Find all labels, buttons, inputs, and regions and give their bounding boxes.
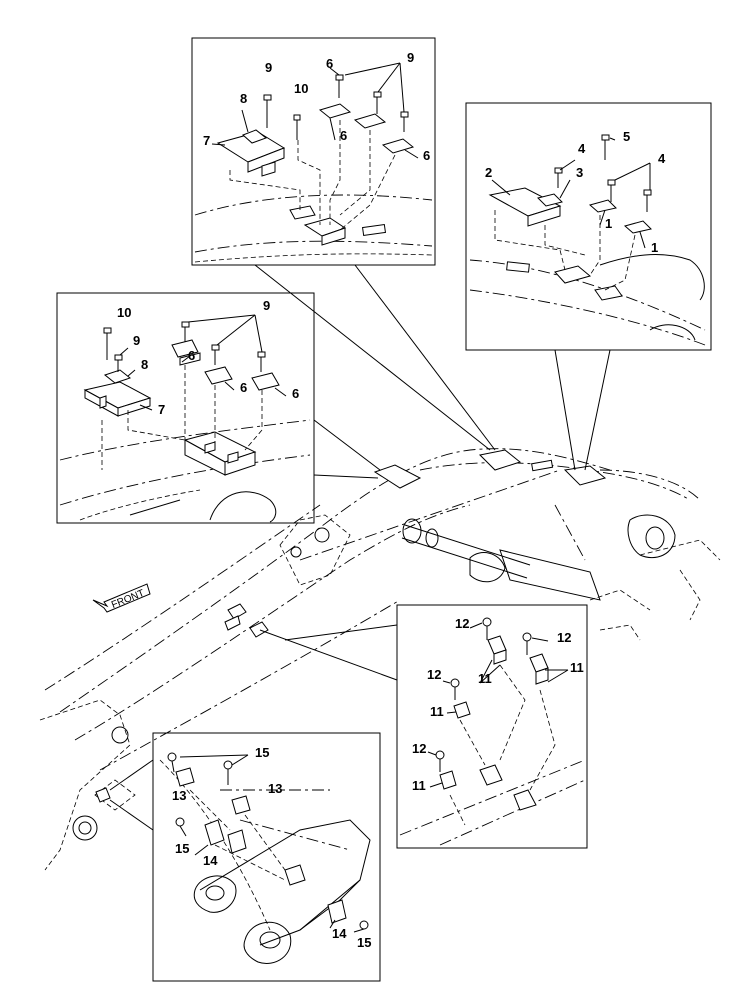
callout-c-m-11d: 11 (412, 778, 426, 793)
bolt-icon (435, 617, 532, 772)
leader-lines (109, 264, 611, 831)
callout-c-top-6b: 6 (340, 128, 347, 143)
inset-bottom (152, 732, 381, 982)
bolt-icon (263, 74, 409, 140)
callout-c-b-14a: 14 (203, 853, 218, 868)
callout-c-l-6c: 6 (292, 386, 299, 401)
callout-c-top-10: 10 (294, 81, 308, 96)
callout-c-m-12d: 12 (412, 741, 426, 756)
callout-c-l-10: 10 (117, 305, 131, 320)
inset-frames (56, 37, 712, 982)
callout-c-top-6c: 6 (423, 148, 430, 163)
inset-middle-right-parts (399, 617, 586, 846)
callout-c-r-4a: 4 (578, 141, 586, 156)
callout-c-top-9: 9 (265, 60, 272, 75)
callout-c-top-9b: 9 (407, 50, 414, 65)
bolt-icon (167, 752, 369, 933)
inset-middle-right (396, 604, 588, 849)
callout-c-m-12c: 12 (427, 667, 441, 682)
inset-top-center (191, 37, 436, 266)
callout-c-b-15b: 15 (175, 841, 189, 856)
inset-top-center-parts (194, 62, 433, 263)
callout-c-m-12a: 12 (455, 616, 469, 631)
front-direction-arrow: FRONT (92, 583, 151, 613)
bolt-icon (103, 321, 266, 372)
callout-c-r-4b: 4 (658, 151, 666, 166)
callout-c-b-15c: 15 (357, 935, 371, 950)
callout-c-m-11b: 11 (570, 660, 584, 675)
callout-c-r-5: 5 (623, 129, 630, 144)
callout-c-l-8: 8 (141, 357, 148, 372)
callout-c-l-6a: 6 (188, 348, 195, 363)
callout-c-b-14b: 14 (332, 926, 347, 941)
callout-c-r-1a: 1 (605, 216, 612, 231)
boom-body (39, 448, 721, 871)
callout-c-m-11a: 11 (478, 671, 492, 686)
callout-c-b-15a: 15 (255, 745, 269, 760)
callout-c-top-6a: 6 (326, 56, 333, 71)
callout-c-m-11c: 11 (430, 704, 444, 719)
inset-left-parts (59, 314, 311, 523)
callout-c-l-7: 7 (158, 402, 165, 417)
callout-c-r-2: 2 (485, 165, 492, 180)
callout-c-top-8: 8 (240, 91, 247, 106)
callout-c-top-7: 7 (203, 133, 210, 148)
inset-left (56, 292, 315, 524)
inset-bottom-parts (159, 752, 371, 964)
callout-c-b-13a: 13 (172, 788, 186, 803)
callout-c-l-9: 9 (263, 298, 270, 313)
callout-c-r-1b: 1 (651, 240, 658, 255)
bolt-icon (554, 134, 652, 212)
callout-c-l-6b: 6 (240, 380, 247, 395)
inset-top-right (465, 102, 712, 351)
callout-c-l-9b: 9 (133, 333, 140, 348)
callout-c-m-12b: 12 (557, 630, 571, 645)
callout-c-b-13b: 13 (268, 781, 282, 796)
callout-c-r-3: 3 (576, 165, 583, 180)
front-label: FRONT (110, 588, 146, 611)
inset-top-right-parts (469, 134, 706, 346)
